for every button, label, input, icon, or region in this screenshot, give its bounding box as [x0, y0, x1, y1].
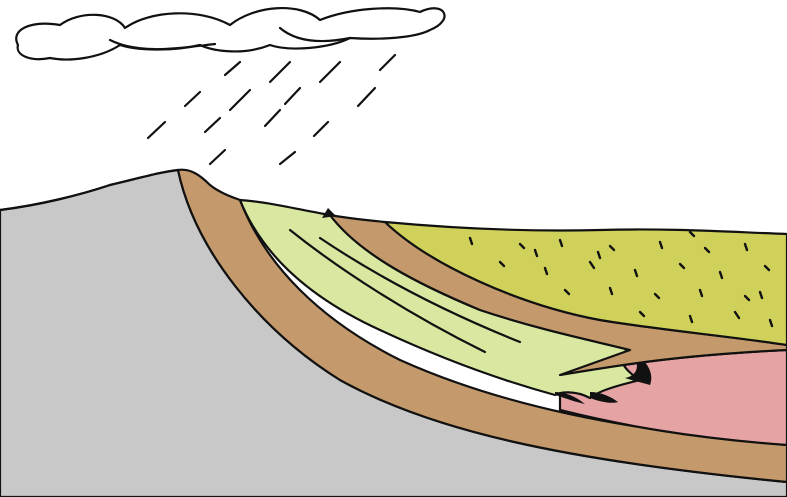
cloud-icon	[16, 8, 444, 59]
rain-icon	[148, 55, 395, 164]
